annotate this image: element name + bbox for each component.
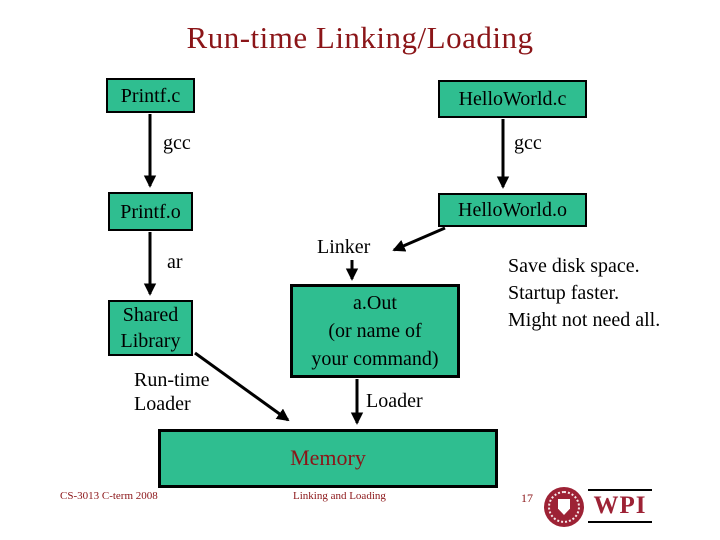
wpi-logo: WPI [544,485,654,531]
slide-title: Run-time Linking/Loading [186,20,534,55]
wpi-shield-icon [558,499,570,515]
box-helloworld-c: HelloWorld.c [438,80,587,118]
box-aout-line1: a.Out [353,292,397,314]
arrow-helloworldo-to-linker [392,226,446,252]
box-memory: Memory [158,429,498,488]
box-aout-line2: (or name of [328,320,422,342]
note-line1: Save disk space. [508,255,640,277]
box-shared-library: Shared Library [108,300,193,356]
footer-course: CS-3013 C-term 2008 [60,490,158,502]
label-gcc-left: gcc [163,132,191,154]
label-ar: ar [167,251,183,273]
box-shared-library-line1: Shared [122,304,179,326]
box-helloworld-o-label: HelloWorld.o [458,199,567,221]
label-runtime-loader-line2: Loader [134,393,191,415]
box-printf-c-label: Printf.c [120,84,181,107]
box-printf-o: Printf.o [108,192,193,231]
wpi-seal-ring [548,491,580,523]
label-gcc-right: gcc [514,132,542,154]
wpi-seal-icon [544,487,584,527]
box-aout-line3: your command) [311,348,439,370]
label-linker: Linker [317,236,371,258]
label-runtime-loader: Run-time Loader [134,368,210,416]
box-helloworld-c-label: HelloWorld.c [458,88,567,110]
notes: Save disk space. Startup faster. Might n… [508,253,660,334]
box-printf-c: Printf.c [106,78,195,113]
wpi-logo-text: WPI [588,489,652,523]
box-printf-o-label: Printf.o [120,200,181,223]
label-loader: Loader [366,390,423,412]
note-line2: Startup faster. [508,282,620,304]
box-aout: a.Out (or name of your command) [290,284,460,378]
page-number: 17 [521,491,533,505]
label-runtime-loader-line1: Run-time [134,369,210,391]
box-memory-label: Memory [290,445,366,471]
box-shared-library-line2: Library [120,330,181,352]
footer-title: Linking and Loading [293,490,386,502]
note-line3: Might not need all. [508,309,661,331]
box-helloworld-o: HelloWorld.o [438,193,587,227]
